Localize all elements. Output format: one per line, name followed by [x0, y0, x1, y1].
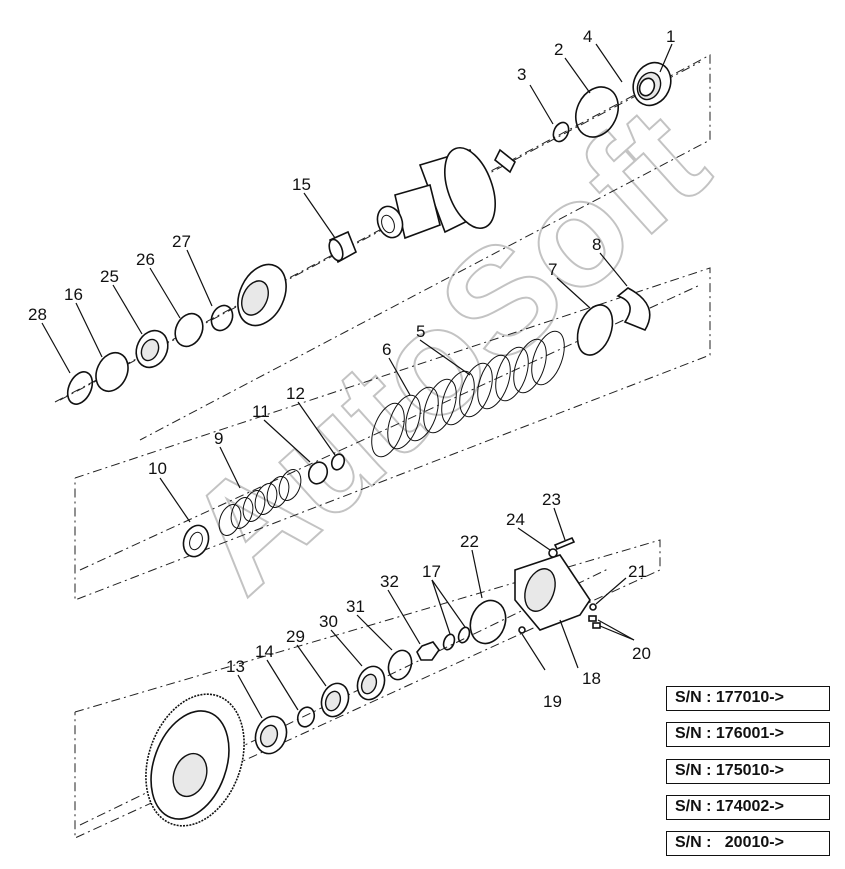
callout-23: 23	[542, 490, 561, 509]
callout-17: 17	[422, 562, 441, 581]
callout-4: 4	[583, 27, 592, 46]
part-13-bearing	[254, 715, 288, 755]
callout-26: 26	[136, 250, 155, 269]
part-11-washer	[307, 461, 329, 485]
part-30-bearing	[356, 665, 386, 701]
callout-15: 15	[292, 175, 311, 194]
callout-1: 1	[666, 27, 675, 46]
part-17-ring-a	[457, 626, 471, 644]
serial-number-box-3: S/N : 175010->	[666, 759, 830, 784]
callout-19: 19	[543, 692, 562, 711]
part-8-snap-ring	[616, 287, 651, 331]
output-gear	[145, 693, 245, 827]
part-21-plug	[589, 603, 597, 611]
part-27-ring	[210, 304, 234, 332]
section-frame-3	[74, 539, 661, 839]
callout-25: 25	[100, 267, 119, 286]
callout-2: 2	[554, 40, 563, 59]
part-15-needle-bearing	[328, 230, 358, 264]
gear-part	[237, 263, 287, 327]
part-29-bearing	[320, 682, 350, 718]
section-frame-1	[54, 54, 711, 441]
callout-27: 27	[172, 232, 191, 251]
leader-lines	[41, 43, 673, 719]
callout-29: 29	[286, 627, 305, 646]
part-12-ring	[330, 453, 346, 471]
callout-13: 13	[226, 657, 245, 676]
callout-18: 18	[582, 669, 601, 688]
part-22-o-ring	[469, 599, 507, 645]
callout-16: 16	[64, 285, 83, 304]
part-28-snap-ring	[66, 371, 94, 405]
part-20-fittings	[588, 615, 601, 629]
callout-31: 31	[346, 597, 365, 616]
part-23-bolt	[553, 536, 576, 551]
part-10-sleeve	[182, 524, 210, 558]
callout-24: 24	[506, 510, 525, 529]
callout-7: 7	[548, 260, 557, 279]
part-1-bearing	[632, 61, 672, 107]
callout-9: 9	[214, 429, 223, 448]
serial-number-box-1: S/N : 177010->	[666, 686, 830, 711]
part-3-ring	[552, 121, 570, 143]
part-19-plug	[518, 626, 526, 634]
serial-number-box-2: S/N : 176001->	[666, 722, 830, 747]
part-26-washer	[174, 312, 204, 348]
callout-12: 12	[286, 384, 305, 403]
part-9-spring	[218, 469, 302, 536]
callout-6: 6	[382, 340, 391, 359]
callout-21: 21	[628, 562, 647, 581]
serial-number-box-4: S/N : 174002->	[666, 795, 830, 820]
callout-3: 3	[517, 65, 526, 84]
callout-5: 5	[416, 322, 425, 341]
callout-8: 8	[592, 235, 601, 254]
part-31-ring	[387, 649, 413, 681]
serial-number-box-5: S/N : 20010->	[666, 831, 830, 856]
clutch-drum-shaft	[376, 147, 517, 240]
callout-10: 10	[148, 459, 167, 478]
callout-32: 32	[380, 572, 399, 591]
part-18-housing	[514, 554, 591, 631]
part-24-washer	[548, 548, 558, 558]
callout-22: 22	[460, 532, 479, 551]
part-25-bearing	[135, 329, 169, 369]
part-16-washer	[95, 351, 129, 393]
part-2-o-ring	[575, 86, 619, 138]
callout-14: 14	[255, 642, 274, 661]
part-17-ring-b	[442, 633, 456, 651]
clutch-plate-pack	[371, 330, 565, 458]
callout-20: 20	[632, 644, 651, 663]
part-7-plate	[576, 304, 614, 356]
callout-11: 11	[252, 402, 270, 421]
section-frame-2	[74, 267, 711, 601]
part-32-nut	[416, 641, 440, 661]
callout-28: 28	[28, 305, 47, 324]
callout-30: 30	[319, 612, 338, 631]
callout-labels: 1 2 3 4 5 6 7 8 9 10 11 12 13 14 15 16 1…	[28, 27, 675, 711]
part-14-ring	[296, 706, 316, 728]
